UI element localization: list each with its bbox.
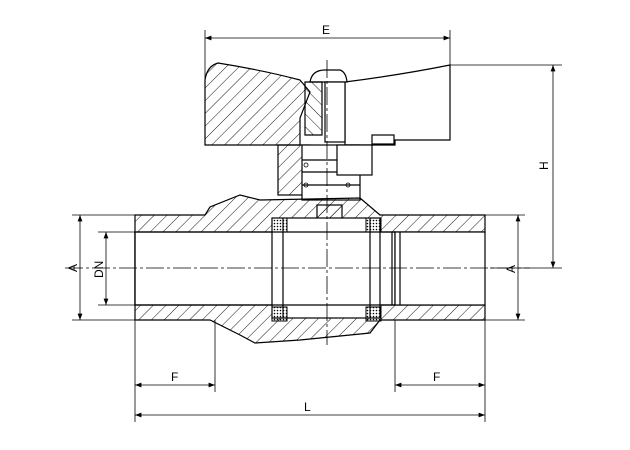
dimension-a-right: A [485,214,525,321]
label-f-left: F [171,370,178,384]
label-e: E [322,23,330,37]
dimension-dn: DN [92,231,135,306]
dimension-h: H [450,64,562,269]
label-h: H [537,161,551,170]
label-dn: DN [92,261,106,278]
handle [204,62,451,146]
label-a-right: A [504,265,518,273]
valve-body [65,60,530,345]
dimension-f-left: F [134,320,216,422]
dimension-f-right: F [394,320,486,422]
label-l: L [304,400,311,414]
label-a-left: A [66,264,80,272]
dimension-e: E [204,23,451,140]
dimension-a-left: A [66,214,135,321]
label-f-right: F [433,370,440,384]
dimension-l: L [135,400,485,418]
